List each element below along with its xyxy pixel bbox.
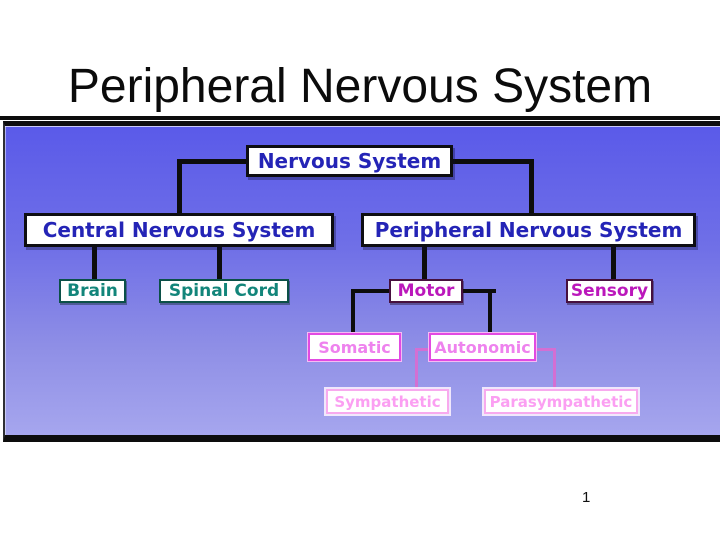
node-autonomic: Autonomic [429, 333, 536, 361]
node-brain: Brain [59, 279, 126, 303]
node-central-nervous-system: Central Nervous System [24, 213, 334, 247]
connector-ns-cns-horizontal [177, 159, 251, 164]
connector-motor-somatic-horizontal [351, 289, 393, 293]
connector-motor-autonomic-vertical [488, 289, 492, 333]
slide-number: 1 [582, 489, 591, 506]
title-underline [0, 116, 720, 120]
connector-motor-autonomic-horizontal [463, 289, 496, 293]
diagram-canvas: Nervous System Central Nervous System Pe… [3, 121, 720, 442]
slide-title: Peripheral Nervous System [67, 60, 653, 113]
connector-ns-pns-horizontal [449, 159, 534, 164]
node-nervous-system: Nervous System [246, 145, 453, 177]
connector-motor-somatic-vertical [351, 289, 355, 333]
connector-ns-pns-vertical [529, 159, 534, 213]
connector-pns-sensory [611, 247, 616, 279]
node-parasympathetic: Parasympathetic [484, 389, 638, 414]
node-sensory: Sensory [566, 279, 653, 303]
connector-pns-motor [422, 247, 427, 279]
connector-autonomic-sympathetic-vertical [415, 348, 418, 389]
connector-cns-brain [92, 247, 97, 279]
node-spinal-cord: Spinal Cord [159, 279, 289, 303]
node-peripheral-nervous-system: Peripheral Nervous System [361, 213, 696, 247]
connector-ns-cns-vertical [177, 159, 182, 213]
node-motor: Motor [389, 279, 463, 303]
connector-autonomic-parasympathetic-horizontal [536, 348, 556, 351]
node-sympathetic: Sympathetic [326, 389, 449, 414]
connector-autonomic-parasympathetic-vertical [553, 348, 556, 389]
connector-cns-spinal [217, 247, 222, 279]
node-somatic: Somatic [308, 333, 401, 361]
connector-autonomic-sympathetic-horizontal [415, 348, 433, 351]
